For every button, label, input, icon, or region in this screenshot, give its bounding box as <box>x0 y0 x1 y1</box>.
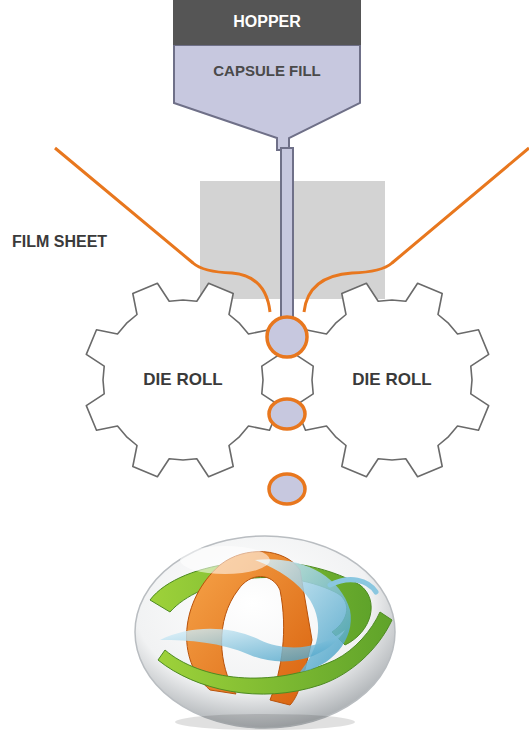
fill-tube <box>281 148 293 320</box>
film-sheet-right <box>304 148 529 312</box>
die-roll: DIE ROLL <box>83 280 283 480</box>
film-sheet-label: FILM SHEET <box>12 233 107 251</box>
hopper: HOPPER CAPSULE FILL <box>173 0 361 150</box>
capsule-illustration <box>135 536 395 730</box>
die-roll-label: DIE ROLL <box>352 370 431 390</box>
hopper-content: CAPSULE FILL <box>213 62 321 79</box>
die-roll-label: DIE ROLL <box>143 370 222 390</box>
forming-capsule <box>267 317 307 357</box>
capsule <box>269 399 305 429</box>
film-sheet-left <box>55 148 270 312</box>
capsule <box>269 474 305 504</box>
die-roll: DIE ROLL <box>292 280 492 480</box>
press-block <box>200 181 385 299</box>
hopper-heading: HOPPER <box>233 13 301 31</box>
